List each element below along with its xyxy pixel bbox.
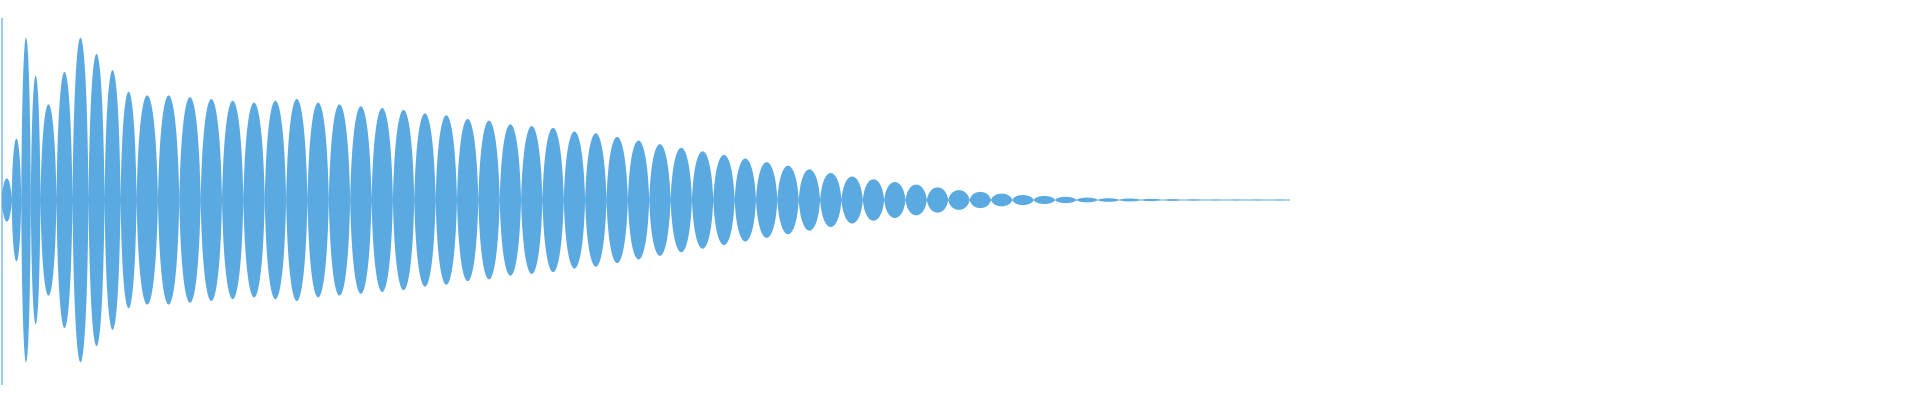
waveform-lobe (841, 176, 863, 224)
waveform-lobe (862, 179, 885, 221)
waveform-lobe (72, 37, 89, 363)
waveform-lobe (1268, 199, 1290, 201)
waveform-lobe (1055, 196, 1077, 204)
waveform-lobe (1097, 198, 1120, 202)
waveform-lobe (157, 95, 180, 305)
waveform-lobe (392, 109, 415, 291)
waveform-lobe (1204, 199, 1226, 201)
waveform-lobe (649, 144, 671, 256)
waveform-lobe (30, 75, 41, 325)
waveform-lobe (542, 127, 564, 273)
waveform-lobe (926, 187, 949, 213)
waveform-lobe (756, 162, 778, 238)
waveform-lobe (777, 165, 799, 235)
waveform-lobe (371, 108, 393, 292)
waveform-lobe (21, 37, 31, 363)
waveform-lobe (585, 133, 607, 267)
waveform-lobe (820, 172, 842, 228)
waveform-lobe (328, 104, 351, 296)
waveform-lobe (264, 100, 287, 300)
waveform-lobe (286, 98, 308, 302)
waveform-lobe (307, 102, 329, 298)
waveform-lobe (11, 138, 22, 262)
waveform-lobe (200, 98, 223, 302)
waveform-lobe (120, 91, 137, 309)
waveform-lobe (88, 53, 105, 347)
waveform-lobe (1119, 198, 1141, 202)
waveform-lobe (435, 115, 457, 285)
waveform-lobe (1012, 194, 1034, 206)
waveform-lobe (1247, 199, 1269, 201)
waveform-lobe (1225, 199, 1248, 201)
waveform-lobe (1076, 197, 1098, 203)
waveform-lobe (1161, 199, 1184, 201)
waveform-lobe (478, 120, 500, 280)
waveform-lobe (905, 184, 927, 216)
waveform-lobe (2, 178, 12, 222)
waveform-lobe (606, 136, 628, 264)
waveform-lobe (691, 151, 714, 249)
waveform-lobe (563, 131, 586, 269)
waveform-lobe (456, 118, 479, 282)
waveform-lobe (990, 193, 1013, 207)
waveform-lobe (222, 100, 244, 300)
waveform-lobe (1140, 198, 1162, 202)
waveform-lobe (1183, 199, 1205, 201)
waveform-lobe (627, 140, 650, 260)
waveform-lobe (734, 158, 757, 242)
waveform-lobe (350, 106, 372, 294)
waveform-lobe (104, 70, 121, 330)
waveform-lobe (499, 124, 522, 276)
waveform-lobe (136, 95, 158, 305)
waveform-lobes (1, 18, 1290, 385)
waveform-lobe (798, 169, 821, 231)
waveform-lobe (670, 147, 692, 253)
waveform-lobe (56, 71, 73, 329)
waveform-lobe (884, 181, 906, 219)
waveform-lobe (40, 104, 57, 296)
waveform-lobe (243, 102, 265, 298)
waveform-lobe (414, 113, 436, 287)
waveform-lobe (521, 126, 543, 274)
waveform-lobe (1033, 196, 1056, 204)
waveform-lobe (948, 190, 970, 210)
waveform-lobe (969, 191, 991, 209)
waveform-lobe (713, 154, 735, 246)
waveform-lobe (179, 97, 201, 303)
